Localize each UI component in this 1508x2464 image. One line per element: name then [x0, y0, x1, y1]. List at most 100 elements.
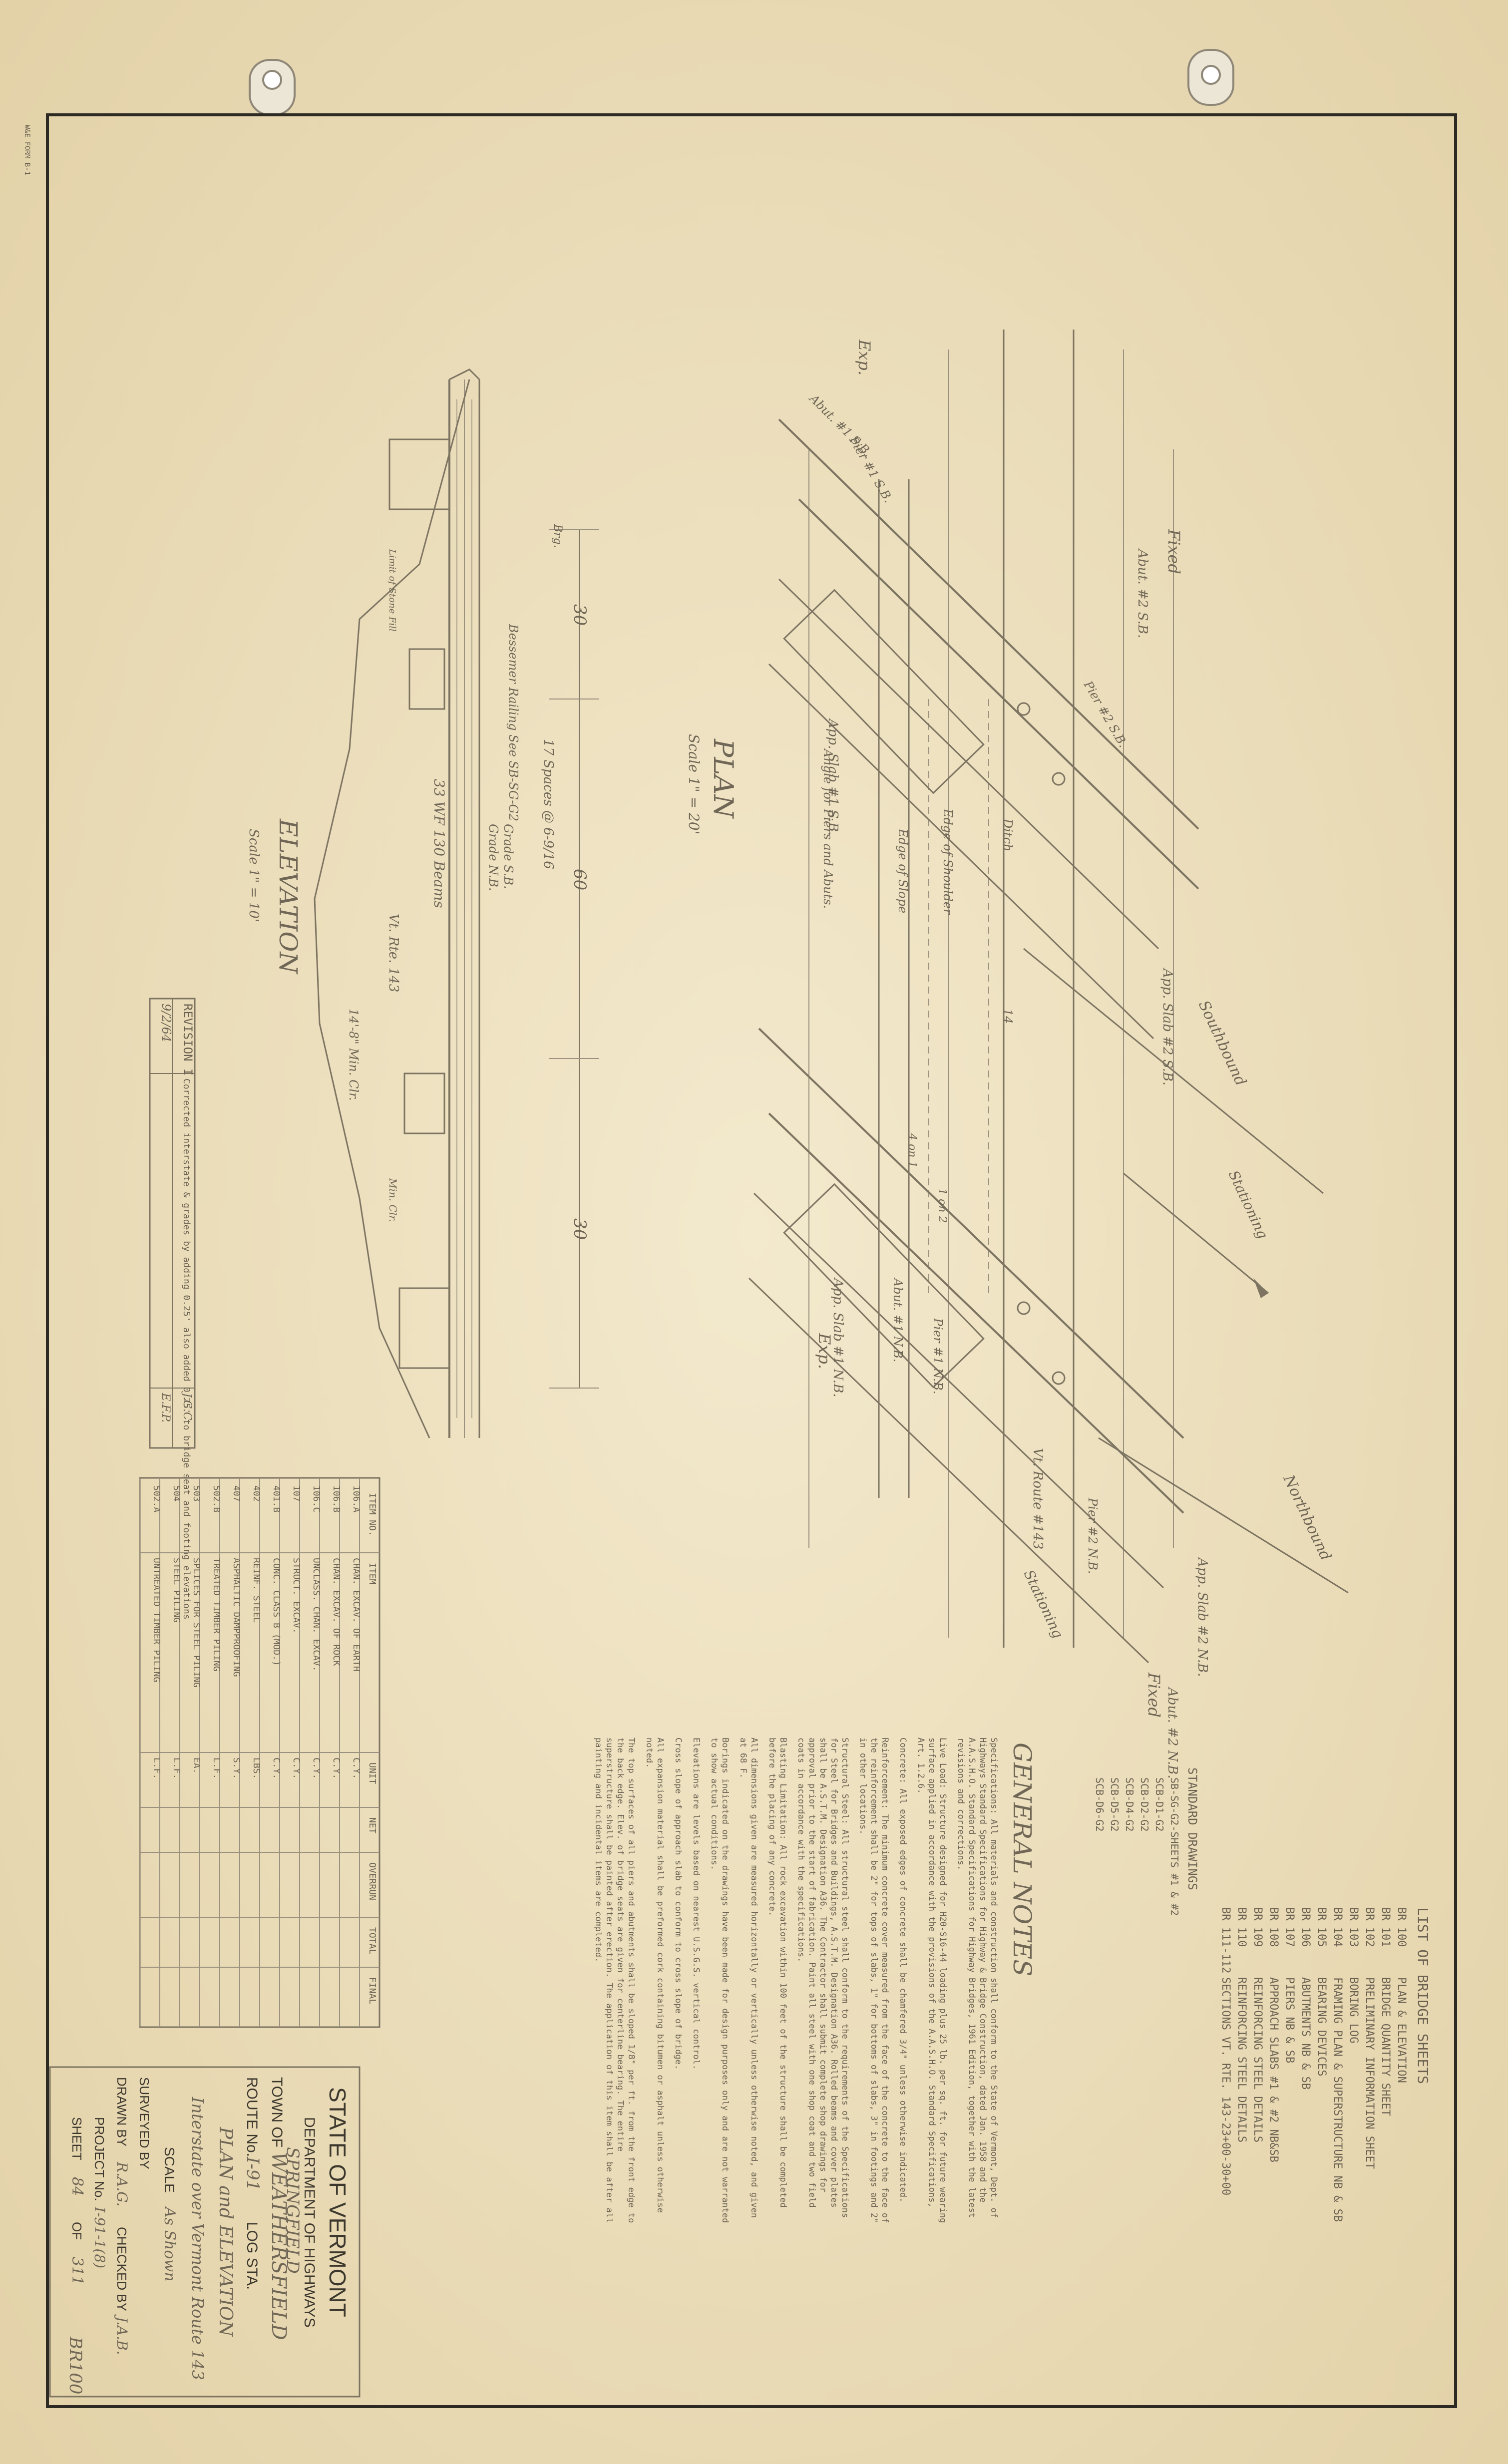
qty-item-desc: CHAN. EXCAV. OF ROCK [331, 1558, 342, 1666]
qty-header: OVERRUN [367, 1862, 377, 1900]
sheet-desc: REINFORCING STEEL DETAILS [1251, 1977, 1264, 2142]
sheet-list-title: LIST OF BRIDGE SHEETS [1415, 1907, 1431, 2084]
note-paragraph: Elevations are levels based on nearest U… [691, 1738, 701, 2070]
note-paragraph: Cross slope of approach slab to conform … [673, 1738, 683, 2070]
note-paragraph: Blasting Limitation: All rock excavation… [767, 1738, 788, 2208]
qty-item-desc: STEEL PILING [171, 1558, 182, 1623]
angle-label: Angle for Piers and Abuts. [821, 748, 835, 909]
qty-header: UNIT [367, 1762, 377, 1784]
sheet-no: BR 103 [1347, 1907, 1360, 1947]
app-slab1-sb: App. Slab #1 S.B. [825, 718, 840, 836]
abut2-nb: Abut. #2 N.B. [1165, 1687, 1180, 1778]
abut2-sb: Abut. #2 S.B. [1135, 548, 1150, 638]
route-label: ROUTE No. [244, 2077, 260, 2157]
qty-unit: L.F. [151, 1758, 162, 1779]
elevation-scale: Scale 1" = 10' [246, 829, 261, 922]
qty-item-desc: REINF. STEEL [251, 1558, 262, 1623]
note-line: Blasting Limitation: All rock excavation… [778, 1738, 788, 2208]
qty-item-desc: UNCLASS. CHAN. EXCAV. [311, 1558, 322, 1672]
revision-date: 9/2/64 [159, 1004, 173, 1042]
sheet-desc: APPROACH SLABS #1 & #2 NB&SB [1267, 1977, 1280, 2162]
qty-item-no: 502.A [151, 1485, 162, 1512]
note-line: approval prior to the start of fabricati… [807, 1738, 817, 2208]
exp-label-2: Exp. [815, 1333, 834, 1369]
qty-header: FINAL [367, 1977, 377, 2004]
limit-label: Limit of Stone Fill [387, 549, 397, 632]
edge-slope: Edge of Slope [896, 828, 910, 913]
sheet-no: BR 105 [1315, 1907, 1328, 1947]
sheet-no: BR 101 [1379, 1907, 1392, 1947]
qty-unit: LBS. [251, 1758, 262, 1779]
revision-label: REVISION I [181, 1004, 195, 1076]
note-line: Live Load: Structure designed for H20-S1… [938, 1738, 948, 2223]
note-line: coats in accordance with the specificati… [796, 1738, 806, 1962]
std-drawing: SB-SG-G2-SHEETS #1 & #2 [1168, 1777, 1180, 1916]
qty-unit: S.Y. [231, 1758, 242, 1779]
span3: 30 [570, 1218, 590, 1240]
qty-unit: C.Y. [271, 1758, 282, 1779]
railing-label: Bessemer Railing See SB-SG-G2 [506, 624, 520, 821]
qty-unit: C.Y. [331, 1758, 342, 1779]
elevation-view: 30 60 30 33 WF 130 Beams 17 Spaces @ 6-9… [246, 368, 599, 1438]
note-line: Structural Steel: All structural steel s… [840, 1738, 850, 2218]
qty-item-desc: CONC. CLASS B (MOD.) [271, 1558, 282, 1666]
sheet-desc: PRELIMINARY INFORMATION SHEET [1363, 1977, 1376, 2169]
pier1-nb: Pier #1 N.B. [931, 1318, 945, 1395]
note-line: Art. 1.2.6. [916, 1738, 926, 1794]
qty-unit: C.Y. [291, 1758, 302, 1779]
qty-item-no: 401.B [271, 1485, 282, 1512]
qty-item-no: 106.B [331, 1485, 342, 1512]
clr-label: 14'-8" Min. Clr. [347, 1009, 361, 1101]
app-slab1-nb: App. Slab #1 N.B. [830, 1277, 845, 1397]
note-line: before the placing of any concrete. [767, 1738, 777, 1916]
min-clr-label: Min. Clr. [387, 1178, 399, 1222]
sheet-desc: BRIDGE QUANTITY SHEET [1379, 1977, 1392, 2116]
scale-label: SCALE [162, 2147, 177, 2193]
note-line: A.A.S.H.O. Standard Specifications for H… [967, 1738, 977, 2218]
note-line: All expansion material shall be preforme… [655, 1738, 665, 2213]
revision-initials-1: J.G.C. [181, 1391, 193, 1423]
town-alt: SPRINGFIELD [283, 2147, 303, 2274]
note-line: noted. [644, 1738, 654, 1768]
sheet-no: BR 104 [1331, 1907, 1344, 1947]
title-block: STATE OF VERMONT DEPARTMENT OF HIGHWAYS … [49, 2066, 361, 2398]
sheet-value: 84 [68, 2177, 86, 2196]
town-label: TOWN OF [269, 2077, 285, 2147]
project-value: I-91-1(8) [91, 2206, 108, 2268]
std-drawing: SCB-D1-G2 [1153, 1777, 1165, 1831]
beams-label: 33 WF 130 Beams [431, 779, 447, 908]
note-paragraph: Concrete: All exposed edges of concrete … [898, 1738, 908, 2202]
sheet-desc: PIERS NB & SB [1283, 1977, 1296, 2063]
route-label: Vt. Rte. 143 [386, 914, 401, 992]
note-line: All dimensions given are measured horizo… [749, 1738, 759, 2218]
log-sta-label: LOG STA. [244, 2222, 260, 2290]
note-paragraph: Reinforcement: The minimum concrete cove… [858, 1738, 890, 2223]
exp-label-1: Exp. [855, 339, 874, 375]
edge-shoulder: Edge of Shoulder [941, 808, 955, 915]
drawn-label: DRAWN BY [114, 2077, 129, 2146]
sheet-desc: PLAN & ELEVATION [1395, 1977, 1408, 2083]
fixed-label-1: Fixed [1164, 529, 1183, 574]
note-line: shall be A.S.T.M. Designation A36. The C… [818, 1738, 828, 2192]
route-value: I-91 [243, 2156, 263, 2191]
qty-item-desc: UNTREATED TIMBER PILING [151, 1558, 162, 1682]
sheet-no: BR 108 [1267, 1907, 1280, 1947]
plan-title: PLAN [708, 738, 739, 819]
note-line: Cross slope of approach slab to conform … [673, 1738, 683, 2070]
grade-nb: Grade N.B. [486, 824, 500, 891]
sheet-no: BR 111-112 [1219, 1907, 1232, 1973]
plan-and-elevation: PLAN and ELEVATION [215, 2126, 236, 2337]
brg-label: Brg. [551, 524, 564, 548]
qty-grid [139, 1478, 379, 2027]
std-drawing: SCB-D5-G2 [1109, 1777, 1121, 1831]
scale-value: As Shown [161, 2205, 178, 2282]
qty-item-no: 107 [291, 1485, 302, 1502]
surveyed-label: SURVEYED BY [137, 2077, 152, 2169]
sheet-no: BR 106 [1299, 1907, 1312, 1947]
span1: 30 [570, 604, 590, 626]
binder-clip-left [249, 59, 296, 116]
checked-value: J.A.B. [114, 2314, 130, 2355]
